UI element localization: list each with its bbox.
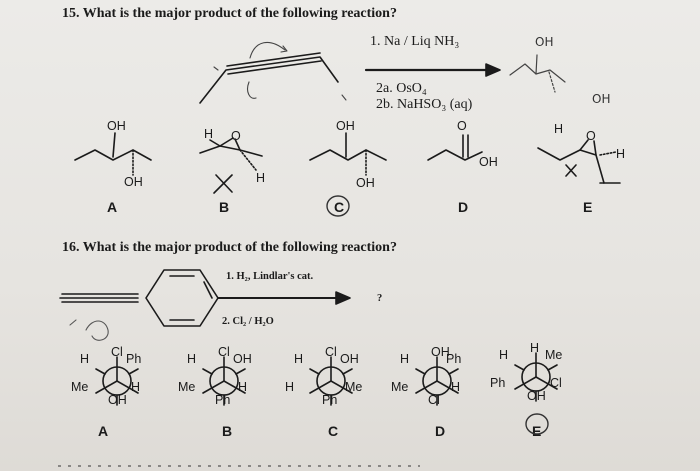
newman-e-substituent-top: H (530, 341, 540, 355)
q16-choice-d-label: D (435, 423, 446, 439)
c-hydroxyl-bottom: OH (356, 176, 375, 190)
newman-c-substituent-br: Me (345, 380, 363, 394)
newman-d-substituent-top: OH (431, 345, 450, 359)
newman-e-substituent-bl: Ph (490, 376, 506, 390)
newman-c-substituent-r: OH (340, 352, 359, 366)
question-15-title: 15. What is the major product of the fol… (62, 6, 397, 21)
e-epoxide-oxygen: O (586, 129, 596, 143)
newman-c-substituent-bot: Ph (322, 393, 338, 407)
newman-b-substituent-bl: Me (178, 380, 196, 394)
newman-projection-c (309, 356, 353, 406)
q15-reagent-step1: 1. Na / Liq NH₃ (370, 34, 460, 49)
q15-reaction-arrow (364, 63, 501, 77)
newman-e-substituent-l: H (499, 348, 509, 362)
newman-d-substituent-bot: Cl (428, 393, 440, 407)
handwritten-product-sketch (509, 54, 566, 93)
q15-structure-a (74, 132, 152, 176)
c-hydroxyl-top: OH (336, 119, 355, 133)
newman-projection-d (415, 356, 459, 406)
newman-projection-a (95, 356, 139, 406)
q15-starting-alkyne (199, 52, 339, 104)
d-carbonyl-oxygen: O (457, 119, 467, 133)
q16-question-mark: ? (377, 293, 383, 304)
q15-structure-d (427, 134, 483, 161)
q16-reagent-step2: 2. Cl₂ / H₂O (222, 316, 274, 327)
newman-a-substituent-r: Ph (126, 352, 142, 366)
newman-projection-b (202, 356, 246, 406)
q15-choice-b-label: B (219, 199, 230, 215)
b-hydrogen: H (204, 127, 214, 141)
q15-reagent-step2a: 2a. OsO₄ (376, 81, 427, 96)
newman-c-substituent-bl: H (285, 380, 295, 394)
newman-b-substituent-br: H (238, 380, 248, 394)
e-hydrogen: H (554, 122, 564, 136)
newman-d-substituent-l: H (400, 352, 410, 366)
b-epoxide-oxygen: O (231, 129, 241, 143)
q16-reaction-arrow (217, 291, 351, 305)
b-hydrogen-2: H (256, 171, 266, 185)
q16-choice-c-label: C (328, 423, 339, 439)
newman-e-substituent-br: Cl (550, 376, 562, 390)
newman-projection-e (514, 352, 558, 435)
q16-choice-b-label: B (222, 423, 233, 439)
q16-starting-alkyne (59, 269, 219, 327)
q15-choice-c-label: C (334, 199, 345, 215)
newman-e-substituent-r: Me (545, 348, 563, 362)
handwritten-scribble (69, 319, 109, 341)
d-hydroxyl: OH (479, 155, 498, 169)
q15-structure-c (309, 132, 387, 217)
e-hydrogen-2: H (616, 147, 626, 161)
q16-choice-e-label: E (532, 423, 542, 439)
question-16-title: 16. What is the major product of the fol… (62, 240, 397, 255)
newman-d-substituent-bl: Me (391, 380, 409, 394)
newman-b-substituent-bot: Ph (215, 393, 231, 407)
newman-d-substituent-r: Ph (446, 352, 462, 366)
newman-b-substituent-top: Cl (218, 345, 230, 359)
q15-reagent-step2b: 2b. NaHSO₃ (aq) (376, 97, 473, 112)
newman-c-substituent-top: Cl (325, 345, 337, 359)
q16-reagent-step1: 1. H₂, Lindlar's cat. (226, 271, 314, 282)
handwritten-oh-bottom: OH (592, 92, 611, 106)
newman-d-substituent-br: H (451, 380, 461, 394)
newman-a-substituent-br: H (131, 380, 141, 394)
q16-choice-a-label: A (98, 423, 109, 439)
newman-a-substituent-bl: Me (71, 380, 89, 394)
newman-b-substituent-l: H (187, 352, 197, 366)
q15-structure-b (199, 137, 263, 194)
q15-choice-d-label: D (458, 199, 469, 215)
newman-a-substituent-l: H (80, 352, 90, 366)
q15-choice-a-label: A (107, 199, 118, 215)
handwritten-mechanism-arrows (213, 41, 347, 101)
q15-choice-e-label: E (583, 199, 593, 215)
a-hydroxyl-top: OH (107, 119, 126, 133)
newman-b-substituent-r: OH (233, 352, 252, 366)
newman-c-substituent-l: H (294, 352, 304, 366)
handwritten-oh-top: OH (535, 35, 554, 49)
newman-a-substituent-top: Cl (111, 345, 123, 359)
q15-structure-e (537, 139, 621, 184)
a-hydroxyl-bottom: OH (124, 175, 143, 189)
